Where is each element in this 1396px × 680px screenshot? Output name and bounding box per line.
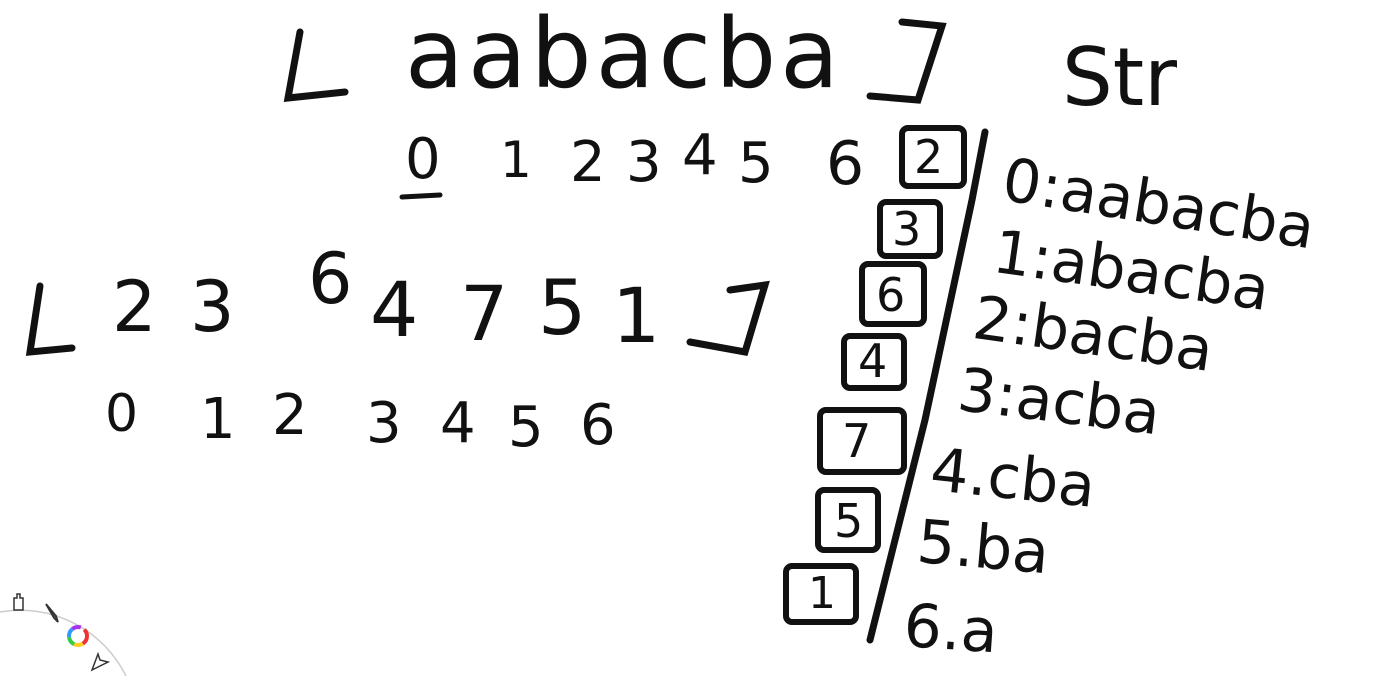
suffix-text: ba	[971, 512, 1053, 589]
boxed-digit: 5	[834, 494, 864, 548]
middle-value: 2	[112, 266, 157, 348]
box-6	[815, 487, 881, 553]
middle-left-bracket-stroke	[25, 282, 76, 356]
suffix-index: 5	[914, 507, 959, 581]
boxed-digit: 4	[858, 334, 888, 388]
suffix-index: 6	[901, 591, 945, 664]
suffix-text: a	[958, 595, 1001, 668]
boxed-digit: 6	[876, 268, 906, 322]
radial-tool-palette	[0, 560, 130, 677]
hand-icon[interactable]	[10, 590, 28, 612]
box-7	[783, 563, 859, 625]
color-wheel-icon[interactable]	[66, 624, 90, 648]
box-4	[841, 333, 907, 391]
boxed-digit: 1	[808, 568, 836, 619]
str-label: Str	[1062, 31, 1178, 124]
top-index: 4	[682, 123, 718, 188]
middle-index: 0	[105, 384, 139, 444]
middle-value: 6	[308, 238, 353, 320]
boxed-digit: 3	[892, 202, 922, 256]
top-index: 1	[500, 131, 532, 189]
middle-value: 3	[190, 266, 235, 348]
top-right-bracket-stroke	[866, 18, 947, 104]
suffix-row: 4.cba	[927, 435, 1099, 522]
boxed-digit: 2	[914, 130, 944, 184]
middle-index: 1	[200, 387, 236, 452]
box-3	[859, 261, 927, 327]
suffix-row: 5.ba	[914, 507, 1052, 588]
box-5	[817, 407, 907, 475]
middle-index: 5	[508, 395, 544, 460]
top-left-bracket-stroke	[283, 28, 349, 102]
middle-value: 4	[370, 265, 419, 354]
middle-index: 4	[440, 391, 476, 456]
box-2	[877, 199, 943, 259]
middle-value: 5	[538, 263, 587, 352]
middle-value: 1	[612, 271, 661, 360]
top-index: 0	[405, 127, 441, 192]
top-index: 6	[826, 129, 865, 199]
top-string: aabacba	[405, 0, 843, 110]
middle-value: 7	[460, 269, 509, 358]
middle-index: 3	[366, 391, 402, 456]
middle-index: 2	[272, 383, 308, 448]
top-index: 2	[570, 130, 606, 195]
suffix-text: cba	[984, 441, 1099, 522]
top-index: 5	[738, 131, 774, 196]
tool-palette-arc	[0, 609, 127, 677]
box-1	[899, 125, 967, 189]
middle-right-bracket-stroke	[686, 280, 770, 357]
top-index: 3	[626, 130, 662, 195]
pen-icon[interactable]	[42, 602, 64, 626]
boxed-digit: 7	[842, 414, 872, 468]
vertical-divider-stroke	[866, 128, 989, 644]
suffix-row: 6.a	[901, 591, 1000, 667]
pointer-icon[interactable]	[90, 651, 111, 672]
middle-index: 6	[580, 393, 616, 458]
index-zero-underline	[399, 192, 443, 200]
